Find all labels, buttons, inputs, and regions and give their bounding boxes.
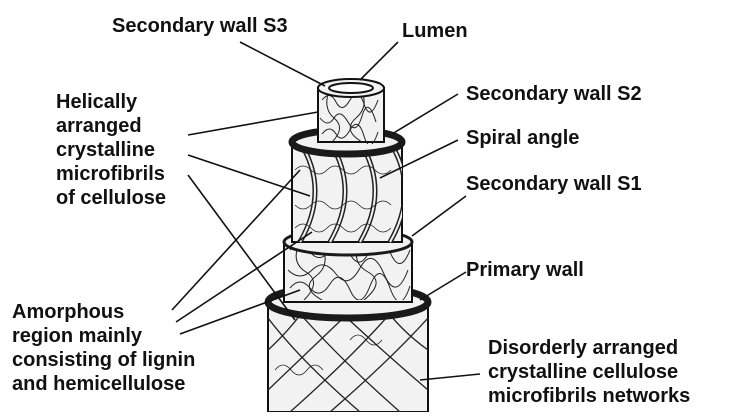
label-amorphous-line: and hemicellulose [12, 372, 195, 396]
secondary-wall-s2-tube [292, 130, 405, 242]
label-helical-line: microfibrils [56, 162, 166, 186]
label-secondary-wall-s1: Secondary wall S1 [466, 172, 642, 196]
leader-s2 [392, 94, 458, 134]
label-disorderly-line: Disorderly arranged [488, 336, 690, 360]
label-amorphous-region: Amorphous region mainly consisting of li… [12, 300, 195, 396]
label-lumen: Lumen [402, 19, 468, 43]
label-amorphous-line: consisting of lignin [12, 348, 195, 372]
secondary-wall-s3-tube [318, 79, 384, 145]
label-primary-wall: Primary wall [466, 258, 584, 282]
leader-primary [420, 272, 466, 300]
label-amorphous-line: region mainly [12, 324, 195, 348]
leader-s1 [412, 196, 466, 236]
label-helical-line: arranged [56, 114, 166, 138]
leader-helical-1 [188, 112, 318, 135]
leader-amorphous-1 [172, 170, 300, 310]
label-amorphous-line: Amorphous [12, 300, 195, 324]
label-disorderly-line: microfibrils networks [488, 384, 690, 408]
label-helical-line: Helically [56, 90, 166, 114]
label-secondary-wall-s3: Secondary wall S3 [112, 14, 288, 38]
leader-lumen [360, 42, 398, 80]
label-secondary-wall-s2: Secondary wall S2 [466, 82, 642, 106]
label-spiral-angle: Spiral angle [466, 126, 579, 150]
label-disorderly-networks: Disorderly arranged crystalline cellulos… [488, 336, 690, 408]
label-helical-line: of cellulose [56, 186, 166, 210]
leader-s3 [240, 42, 325, 86]
label-disorderly-line: crystalline cellulose [488, 360, 690, 384]
primary-wall-tube [268, 286, 428, 412]
lumen-opening [329, 83, 373, 93]
label-helical-line: crystalline [56, 138, 166, 162]
label-helical-microfibrils: Helically arranged crystalline microfibr… [56, 90, 166, 210]
